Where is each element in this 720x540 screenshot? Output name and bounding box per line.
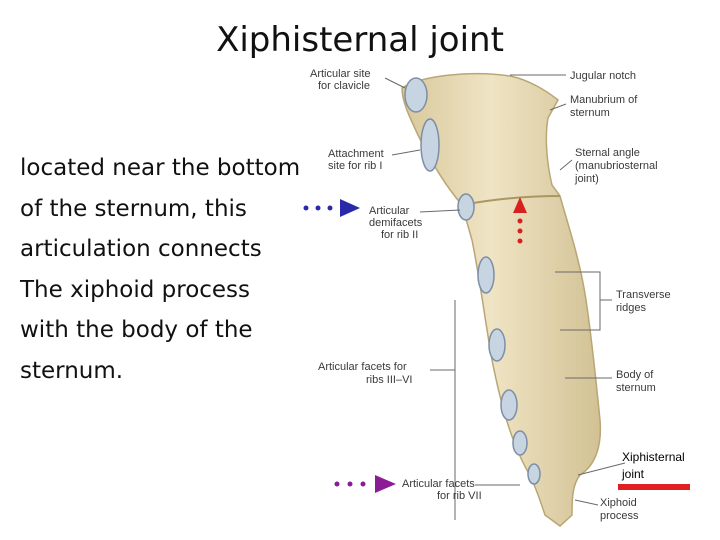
description-line: articulation connects <box>20 236 262 262</box>
red-pointer-arrow <box>513 197 527 244</box>
rib-6-facet <box>512 430 528 456</box>
description-line: The xiphoid process <box>20 276 251 303</box>
leader-lines <box>384 74 626 520</box>
rib-3-facet <box>477 256 495 294</box>
description-line: located near the bottom <box>20 155 301 181</box>
slide-title: Xiphisternal joint <box>216 20 504 60</box>
articular-facets <box>404 77 541 485</box>
description-line: sternum. <box>20 357 124 384</box>
description-line: with the body of the <box>20 317 253 343</box>
red-underline-marker <box>618 484 690 490</box>
rib-7-facet <box>527 463 541 485</box>
description-text: located near the bottom of the sternum, … <box>20 148 320 391</box>
description-line: of the sternum, this <box>20 195 247 222</box>
clavicle-facet <box>404 77 428 113</box>
blue-pointer-arrow <box>303 199 360 217</box>
rib-1-facet <box>420 118 440 172</box>
rib-5-facet <box>500 389 518 421</box>
purple-pointer-arrow <box>334 475 396 493</box>
rib-2-facet <box>457 193 475 221</box>
label-jugular-notch: Jugular notch <box>570 70 636 82</box>
rib-4-facet <box>488 328 506 362</box>
